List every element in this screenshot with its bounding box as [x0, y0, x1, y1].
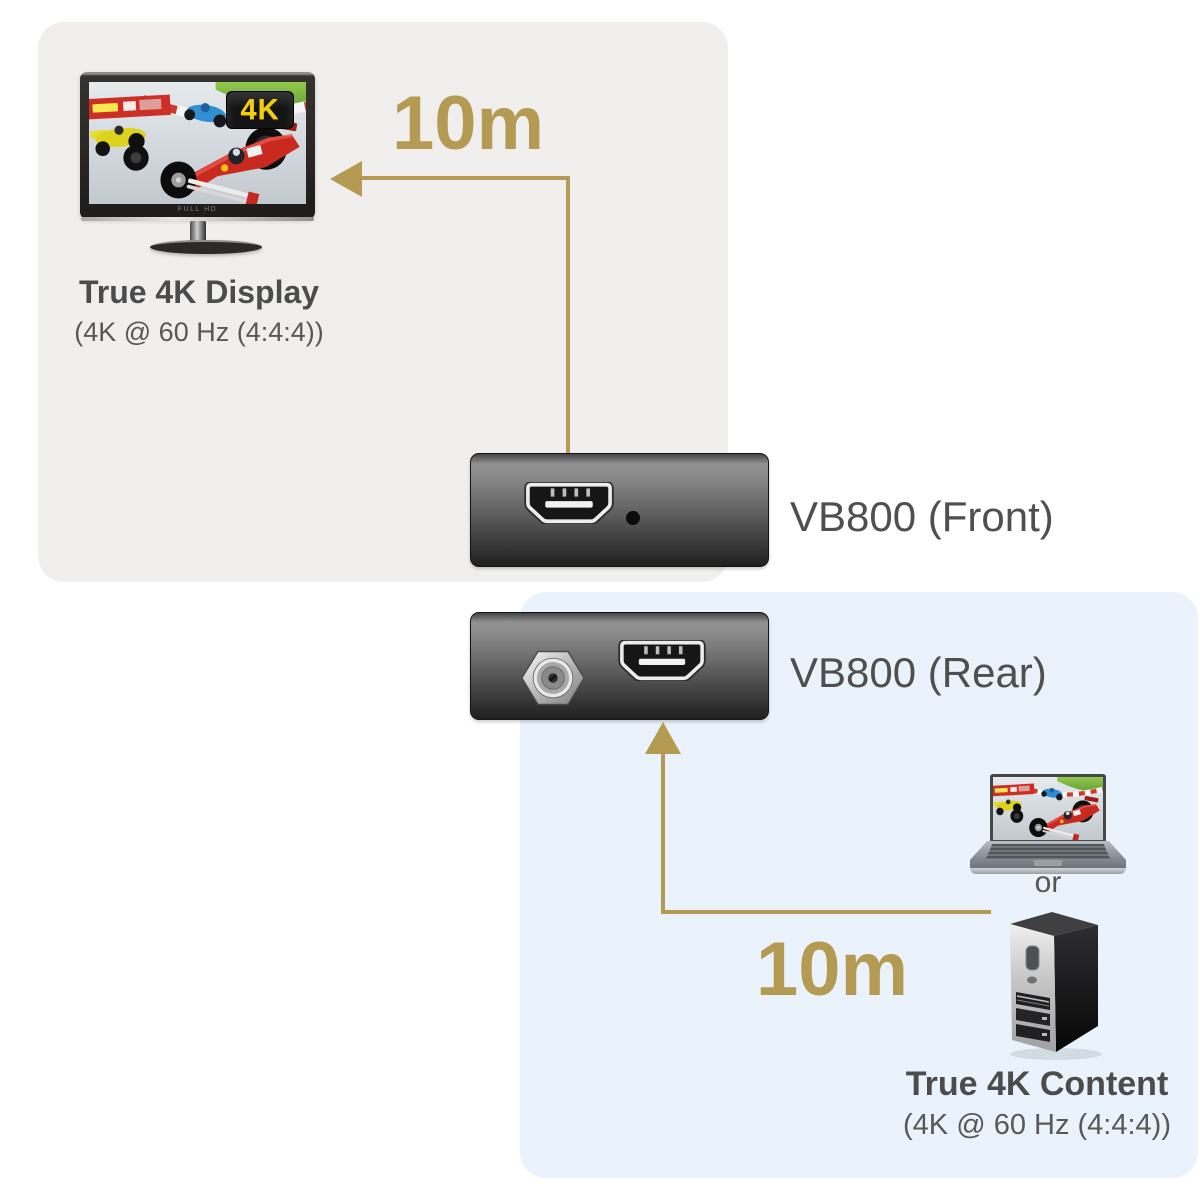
laptop-touchpad: [1034, 860, 1062, 866]
source-caption: True 4K Content (4K @ 60 Hz (4:4:4)): [887, 1065, 1187, 1142]
power-jack-icon: [520, 647, 586, 709]
laptop: [970, 774, 1126, 876]
laptop-keyboard: [986, 844, 1110, 859]
tv-bottom-trim: [81, 217, 314, 221]
source-subtitle: (4K @ 60 Hz (4:4:4)): [903, 1109, 1171, 1142]
display-title: True 4K Display: [78, 274, 320, 310]
vb800-front-device: [470, 453, 769, 567]
display-cable-length-label: 10m: [391, 81, 545, 166]
desktop-tower: [1010, 912, 1102, 1060]
or-label: or: [1034, 866, 1062, 899]
tv-stand-base: [150, 240, 262, 254]
source-cable-horizontal: [661, 910, 991, 914]
4k-badge: 4K: [226, 91, 294, 129]
led-indicator: [626, 511, 640, 525]
tv-stand-neck: [190, 221, 206, 242]
hdmi-port-icon: [521, 482, 617, 524]
race-scene-image: [993, 777, 1103, 840]
tv-display: 4K FULL HD: [80, 72, 315, 257]
source-title: True 4K Content: [905, 1065, 1169, 1103]
vb800-front-label: VB800 (Front): [790, 493, 1054, 540]
vb800-rear-label: VB800 (Rear): [790, 649, 1047, 696]
source-cable-vertical: [661, 748, 665, 914]
hdmi-port-icon: [615, 640, 709, 681]
laptop-front-edge: [970, 868, 1126, 874]
source-cable-length-label: 10m: [755, 927, 909, 1012]
display-cable-vertical: [566, 176, 570, 453]
display-cable-horizontal: [356, 176, 570, 180]
vb800-rear-device: [470, 612, 769, 720]
tv-brand-label: FULL HD: [177, 206, 218, 213]
4k-badge-label: 4K: [240, 93, 280, 126]
display-caption: True 4K Display (4K @ 60 Hz (4:4:4)): [40, 274, 358, 348]
display-subtitle: (4K @ 60 Hz (4:4:4)): [74, 316, 324, 347]
laptop-screen: [990, 774, 1106, 843]
